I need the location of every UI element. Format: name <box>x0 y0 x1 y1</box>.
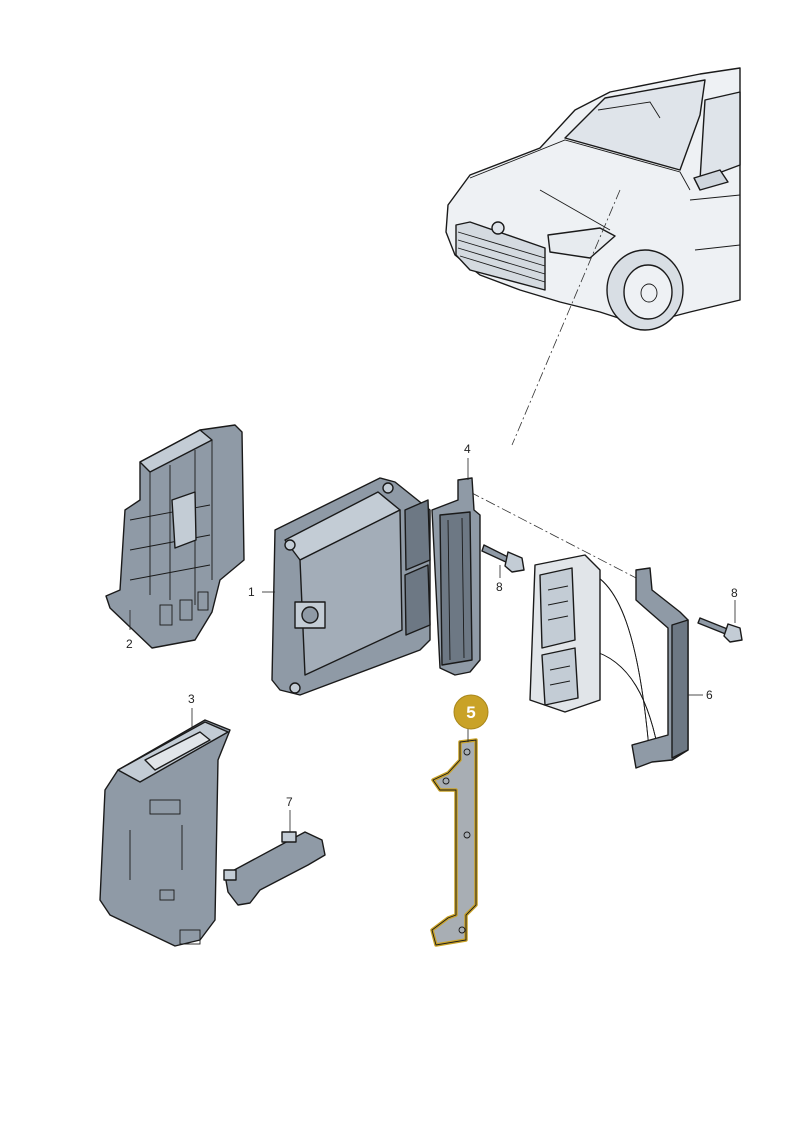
callout-3-label: 3 <box>188 692 195 706</box>
callout-1[interactable]: 1 <box>248 585 255 599</box>
part-1-control-unit <box>271 477 431 696</box>
vehicle-illustration <box>445 67 741 331</box>
part-4-mounting-bracket <box>431 477 481 676</box>
part-2-bracket <box>105 424 245 649</box>
callout-8-upper[interactable]: 8 <box>496 580 503 594</box>
leader-car-to-module <box>511 189 621 446</box>
callout-6-label: 6 <box>706 688 713 702</box>
callout-7[interactable]: 7 <box>286 795 293 809</box>
part-7-clip <box>223 831 326 906</box>
harness-connector <box>529 554 661 761</box>
callout-3[interactable]: 3 <box>188 692 195 706</box>
callout-8-right[interactable]: 8 <box>731 586 738 600</box>
callout-5-badge <box>453 694 489 730</box>
callout-leaders <box>129 458 736 832</box>
part-8-bolt-right <box>697 617 743 643</box>
part-8-bolt-upper <box>481 544 525 573</box>
part-3-holder <box>99 719 231 947</box>
callout-5-label: 5 <box>466 703 475 722</box>
part-6-holding-bar <box>631 567 689 769</box>
callout-8-right-label: 8 <box>731 586 738 600</box>
callout-4-label: 4 <box>464 442 471 456</box>
leader-bracket-to-harness <box>469 491 641 581</box>
callout-2-label: 2 <box>126 637 133 651</box>
callout-8-upper-label: 8 <box>496 580 503 594</box>
callout-4[interactable]: 4 <box>464 442 471 456</box>
callout-1-label: 1 <box>248 585 255 599</box>
callout-7-label: 7 <box>286 795 293 809</box>
callout-5[interactable]: 5 <box>453 694 489 730</box>
part-5-highlighted-plate <box>430 738 478 947</box>
callout-2[interactable]: 2 <box>126 637 133 651</box>
callout-6[interactable]: 6 <box>706 688 713 702</box>
